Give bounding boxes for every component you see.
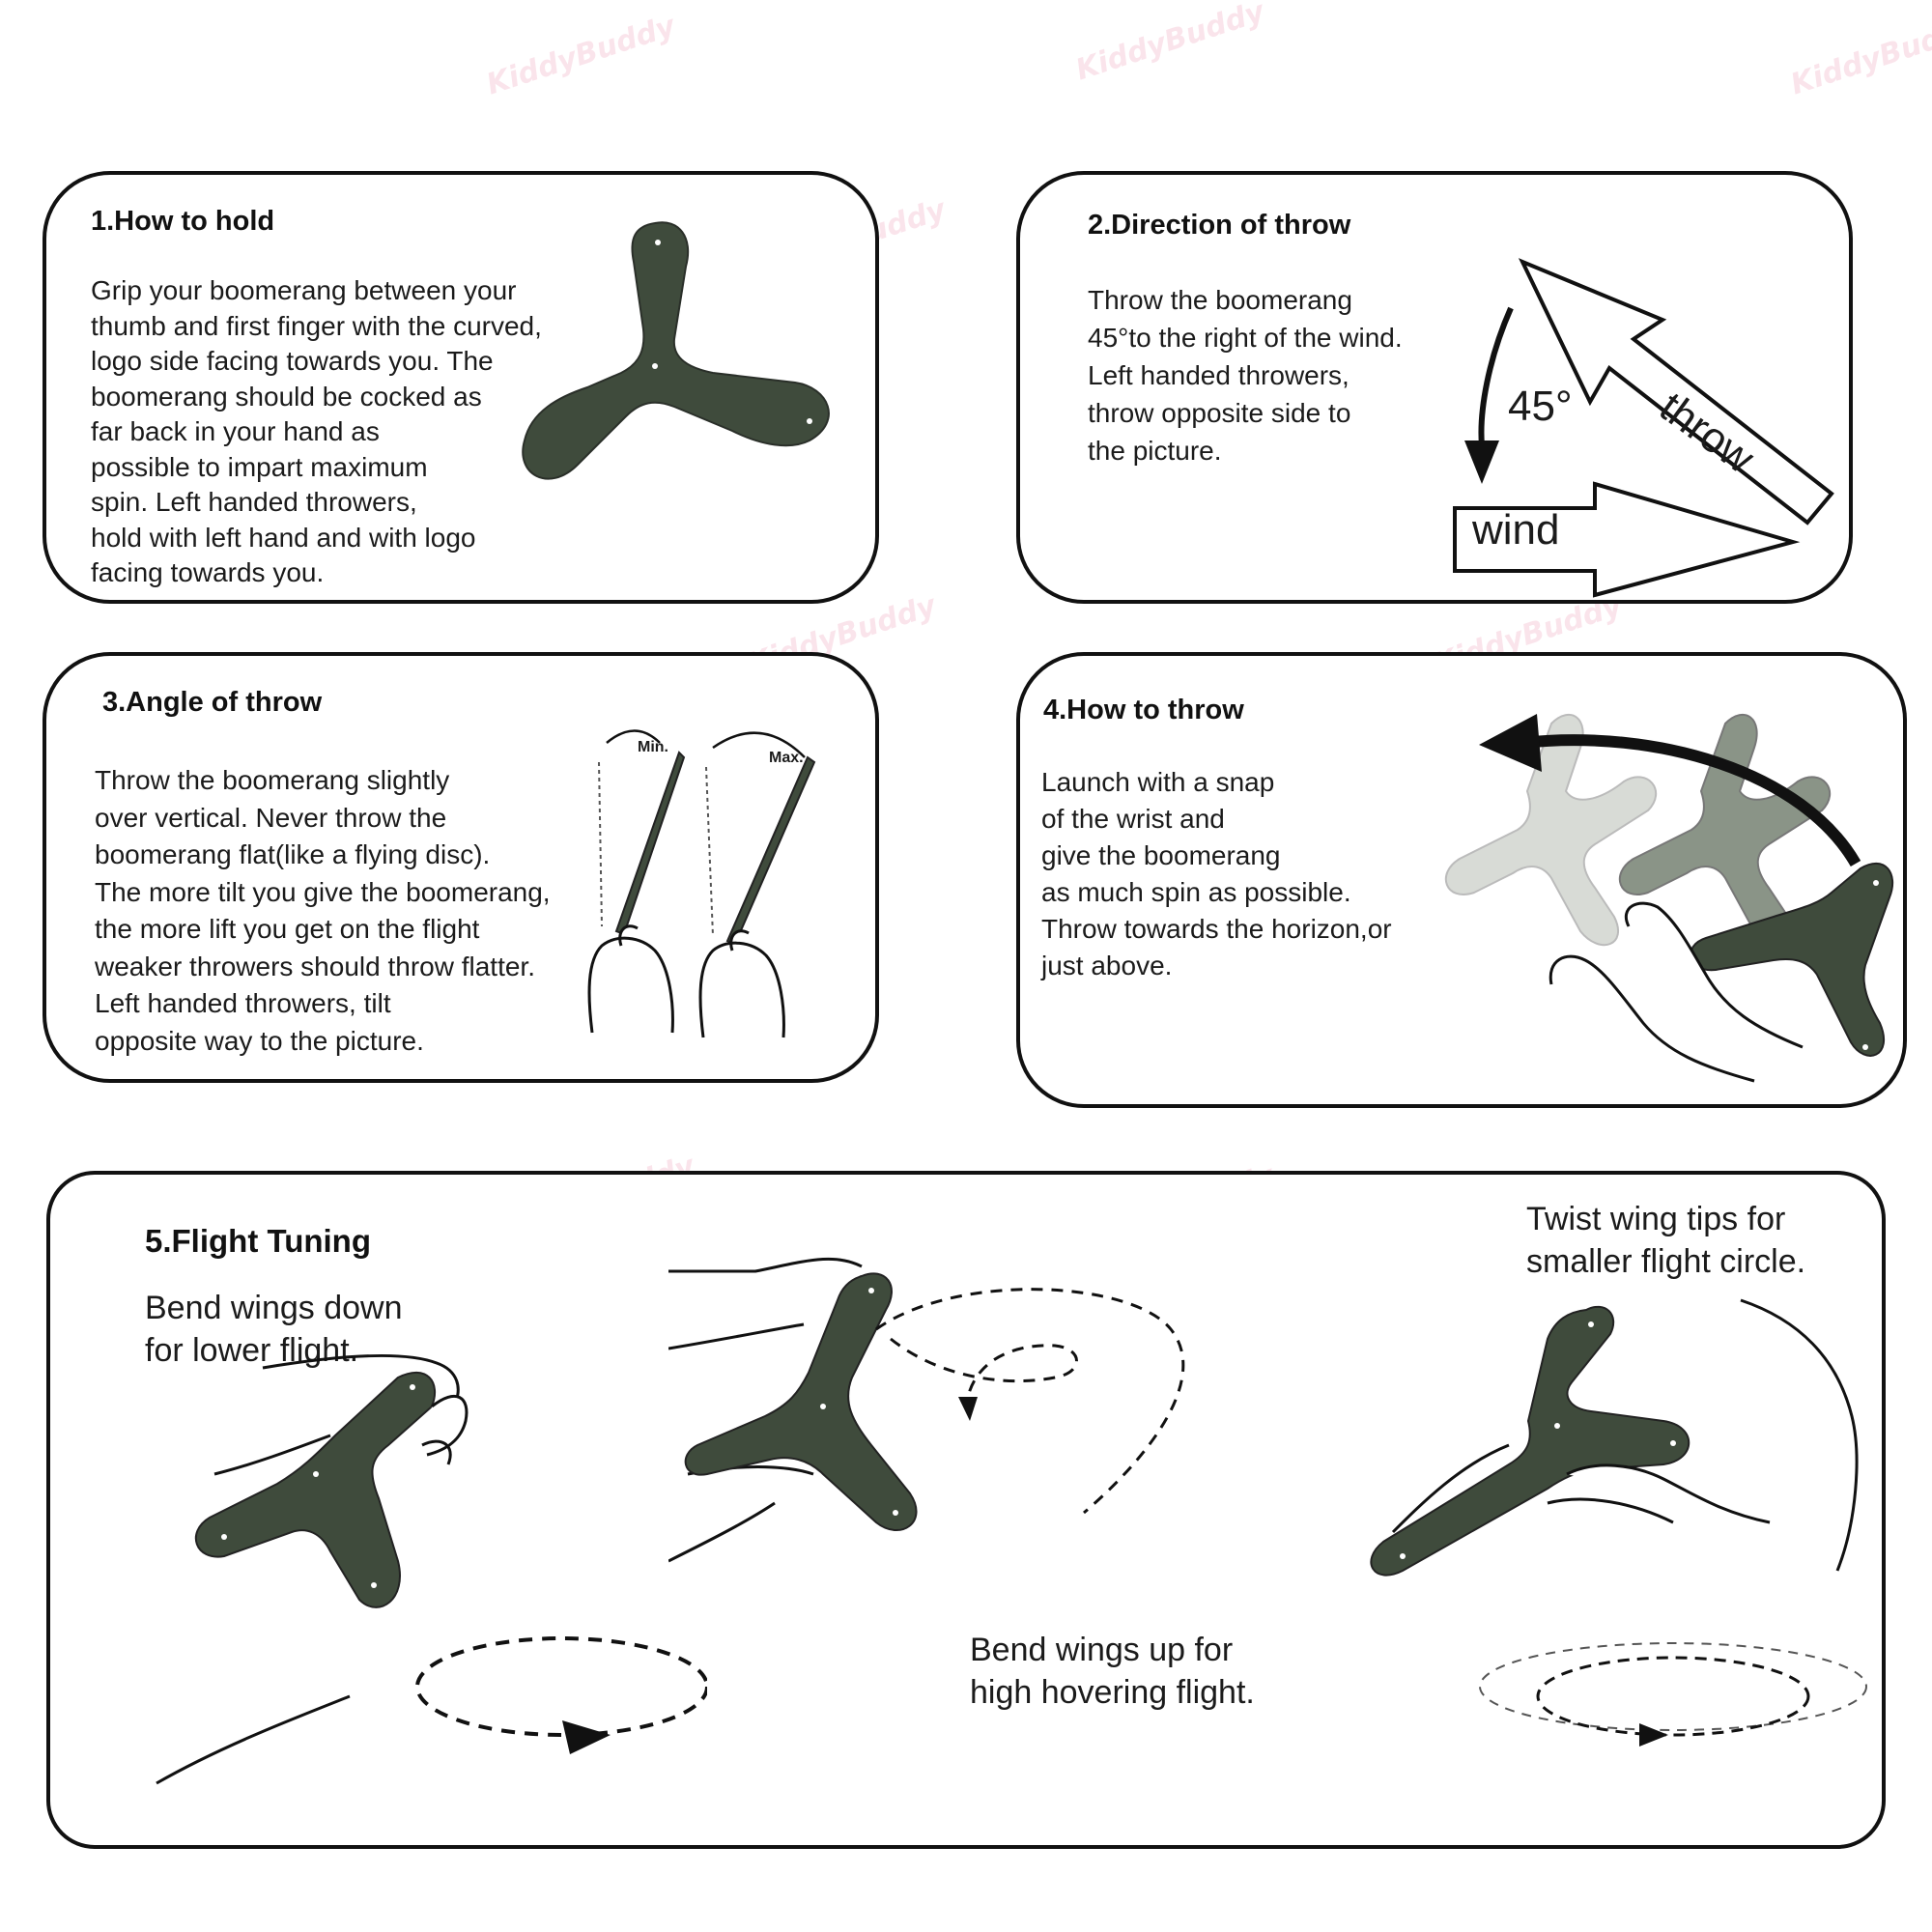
angle-label: 45°: [1508, 383, 1573, 430]
boomerang-icon: [684, 1272, 918, 1532]
panel-title: 4.How to throw: [1043, 695, 1244, 725]
wind-label: wind: [1472, 506, 1560, 554]
motion-arrow-icon: [1521, 734, 1861, 867]
caption-twist-tips: Twist wing tips for smaller flight circl…: [1526, 1198, 1805, 1283]
twist-tips-illustration: [1370, 1298, 1867, 1747]
boomerang-shape: [522, 221, 830, 480]
arrow-head-icon: [958, 1397, 978, 1421]
body-line: opposite way to the picture.: [95, 1025, 424, 1056]
direction-diagram: [1453, 258, 1834, 598]
panel-body: Throw the boomerang 45°to the right of t…: [1088, 281, 1403, 469]
arc-min-icon: [606, 729, 661, 744]
body-line: boomerang should be cocked as: [91, 381, 482, 412]
caption-line: Bend wings down: [145, 1290, 403, 1326]
panel-body: Launch with a snap of the wrist and give…: [1041, 764, 1392, 984]
boomerang-icon: [1690, 862, 1894, 1057]
caption-line: Twist wing tips for: [1526, 1201, 1786, 1237]
hand-icon: [668, 1257, 863, 1563]
caption-bend-up: Bend wings up for high hovering flight.: [970, 1629, 1255, 1714]
panel-title: 2.Direction of throw: [1088, 210, 1351, 241]
boomerang-illustration: [522, 221, 830, 480]
body-line: just above.: [1041, 951, 1173, 980]
body-line: 45°to the right of the wind.: [1088, 323, 1403, 353]
bend-down-illustration: [156, 1353, 707, 1785]
flight-path-outer-icon: [1479, 1642, 1867, 1731]
body-line: far back in your hand as: [91, 416, 380, 446]
body-line: spin. Left handed throwers,: [91, 487, 417, 517]
panel-how-to-throw: 4.How to throw Launch with a snap of the…: [1016, 652, 1907, 1108]
arrow-head-icon: [562, 1720, 611, 1754]
body-line: Throw the boomerang: [1088, 285, 1352, 315]
boomerang-icon: [1370, 1305, 1690, 1577]
watermark: KiddyBuddy: [1786, 9, 1932, 102]
body-line: Throw the boomerang slightly: [95, 765, 450, 795]
panel-title: 1.How to hold: [91, 206, 275, 237]
arrow-head-icon: [1639, 1723, 1668, 1747]
hand-icon: [1391, 1298, 1859, 1572]
panel-title: 5.Flight Tuning: [145, 1223, 371, 1259]
body-line: Launch with a snap: [1041, 767, 1275, 797]
body-line: Left handed throwers,: [1088, 360, 1350, 390]
body-line: the picture.: [1088, 436, 1222, 466]
body-line: of the wrist and: [1041, 804, 1225, 834]
panel-how-to-hold: 1.How to hold Grip your boomerang betwee…: [43, 171, 879, 604]
hand-icon: [1547, 1463, 1771, 1524]
body-line: as much spin as possible.: [1041, 877, 1351, 907]
panel-body: Grip your boomerang between your thumb a…: [91, 273, 542, 591]
flight-path-icon: [875, 1288, 1185, 1515]
body-line: the more lift you get on the flight: [95, 914, 480, 944]
body-line: over vertical. Never throw the: [95, 802, 447, 833]
hand-icon: [156, 1353, 460, 1785]
body-line: throw opposite side to: [1088, 398, 1351, 428]
body-line: The more tilt you give the boomerang,: [95, 876, 551, 907]
caption-line: high hovering flight.: [970, 1674, 1255, 1711]
wind-arrow-icon: [1453, 481, 1801, 598]
body-line: Grip your boomerang between your: [91, 275, 517, 305]
panel-body: Throw the boomerang slightly over vertic…: [95, 762, 551, 1060]
watermark: KiddyBuddy: [482, 9, 680, 102]
body-line: Throw towards the horizon,or: [1041, 914, 1392, 944]
hand-icon: [421, 1394, 469, 1465]
min-label: Min.: [638, 739, 668, 755]
panel-direction-of-throw: 2.Direction of throw Throw the boomerang…: [1016, 171, 1853, 604]
angle-arc-icon: [1478, 306, 1514, 446]
body-line: Left handed throwers, tilt: [95, 988, 391, 1018]
body-line: hold with left hand and with logo: [91, 522, 476, 553]
boomerang-icon: [194, 1371, 437, 1608]
panel-flight-tuning: 5.Flight Tuning Bend wings down for lowe…: [46, 1171, 1886, 1849]
caption-line: for lower flight.: [145, 1332, 359, 1369]
max-label: Max.: [769, 750, 804, 766]
body-line: boomerang flat(like a flying disc).: [95, 839, 491, 869]
body-line: weaker throwers should throw flatter.: [95, 951, 535, 981]
hand-icon: [698, 929, 785, 1038]
body-line: facing towards you.: [91, 557, 325, 587]
tilt-diagram: [587, 729, 816, 1038]
throw-arrow-icon: [1518, 258, 1834, 526]
panel-title: 3.Angle of throw: [102, 687, 323, 718]
watermark: KiddyBuddy: [1071, 0, 1269, 88]
caption-line: smaller flight circle.: [1526, 1243, 1806, 1280]
body-line: give the boomerang: [1041, 840, 1281, 870]
hand-icon: [1548, 901, 1804, 1083]
arc-max-icon: [712, 731, 806, 758]
body-line: possible to impart maximum: [91, 451, 428, 482]
body-line: logo side facing towards you. The: [91, 346, 494, 376]
body-line: thumb and first finger with the curved,: [91, 310, 542, 341]
throw-sequence-illustration: [1444, 713, 1894, 1083]
boomerang-edge-icon: [725, 755, 816, 946]
caption-line: Bend wings up for: [970, 1632, 1234, 1668]
flight-path-inner-icon: [1536, 1656, 1810, 1737]
hand-icon: [587, 924, 674, 1034]
panel-angle-of-throw: 3.Angle of throw Throw the boomerang sli…: [43, 652, 879, 1083]
boomerang-edge-icon: [614, 751, 686, 936]
boomerang-ghost-icon: [1444, 713, 1658, 947]
caption-bend-down: Bend wings down for lower flight.: [145, 1287, 403, 1372]
bend-up-illustration: [668, 1257, 1185, 1563]
